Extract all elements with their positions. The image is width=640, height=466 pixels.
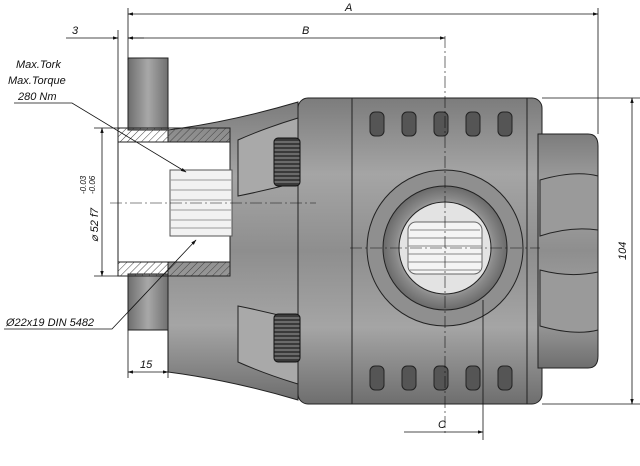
dimension-a: A: [127, 2, 599, 134]
bottom-rib-slots: [369, 365, 513, 391]
dimension-104: 104: [542, 97, 640, 405]
spline-note-label: Ø22x19 DIN 5482: [5, 317, 94, 329]
diameter-label: ⌀ 52 f7: [89, 207, 101, 242]
dimension-b: B: [127, 25, 446, 40]
torque-note-line-3: 280 Nm: [17, 91, 57, 103]
pump-housing: [167, 97, 599, 405]
input-bore-section: [117, 127, 233, 277]
bottom-knurled-plug: [273, 313, 301, 363]
dimension-3-label: 3: [72, 25, 79, 37]
diameter-tolerance-upper: -0.03: [79, 175, 88, 194]
diameter-tolerance-lower: -0.06: [88, 175, 97, 194]
dimension-c: C: [404, 300, 484, 440]
dimension-104-label: 104: [617, 242, 629, 260]
dimension-15-label: 15: [140, 359, 153, 371]
torque-note-line-1: Max.Tork: [16, 59, 61, 71]
dimension-15: 15: [127, 330, 169, 378]
dimension-b-label: B: [302, 25, 309, 37]
dimension-a-label: A: [344, 2, 352, 14]
dimension-3: 3: [66, 25, 144, 128]
dimension-c-label: C: [438, 419, 446, 431]
mounting-flange: [127, 57, 169, 331]
spline-note: Ø22x19 DIN 5482: [4, 239, 197, 330]
dimension-diameter: ⌀ 52 f7 -0.03 -0.06: [79, 127, 118, 277]
top-rib-slots: [369, 111, 513, 137]
top-knurled-plug: [273, 137, 301, 187]
torque-note-line-2: Max.Torque: [8, 75, 66, 87]
torque-note: Max.Tork Max.Torque 280 Nm: [8, 59, 187, 173]
